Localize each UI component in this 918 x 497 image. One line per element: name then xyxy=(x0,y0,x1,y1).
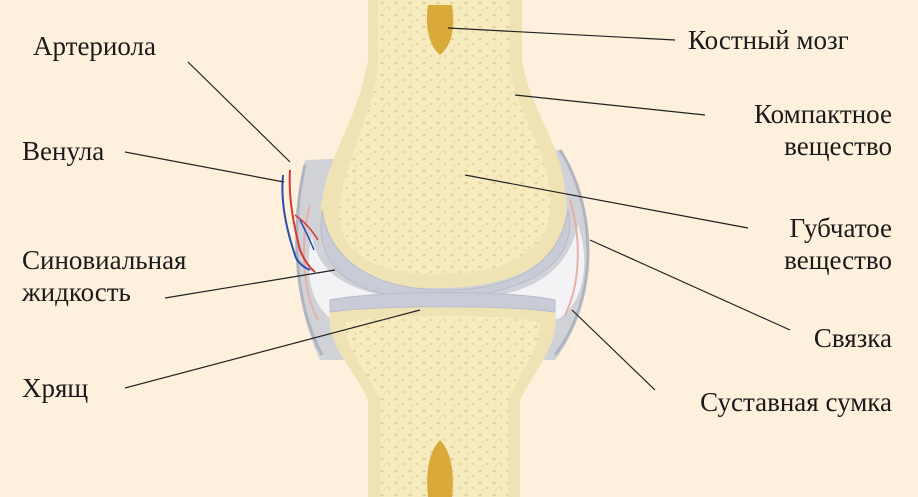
label-ligament: Связка xyxy=(814,322,892,354)
label-synovial-line1: Синовиальная xyxy=(22,244,186,276)
label-synovial-line2: жидкость xyxy=(22,276,186,308)
leader-venule xyxy=(125,152,284,182)
leader-compact xyxy=(515,95,705,115)
label-joint-capsule: Суставная сумка xyxy=(700,386,892,418)
label-venule: Венула xyxy=(22,135,104,167)
label-spongy-line1: Губчатое xyxy=(784,212,892,244)
leader-ligament xyxy=(590,240,790,330)
label-bone-marrow: Костный мозг xyxy=(688,24,849,56)
label-cartilage: Хрящ xyxy=(22,372,88,404)
label-spongy-line2: вещество xyxy=(784,244,892,276)
label-compact-line1: Компактное xyxy=(754,98,892,130)
label-compact-line2: вещество xyxy=(754,130,892,162)
label-compact-substance: Компактное вещество xyxy=(754,98,892,162)
label-arteriole: Артериола xyxy=(33,30,156,62)
label-spongy-substance: Губчатое вещество xyxy=(784,212,892,276)
label-synovial-fluid: Синовиальная жидкость xyxy=(22,244,186,308)
leader-arteriole xyxy=(188,62,290,162)
leader-capsule xyxy=(572,310,655,390)
